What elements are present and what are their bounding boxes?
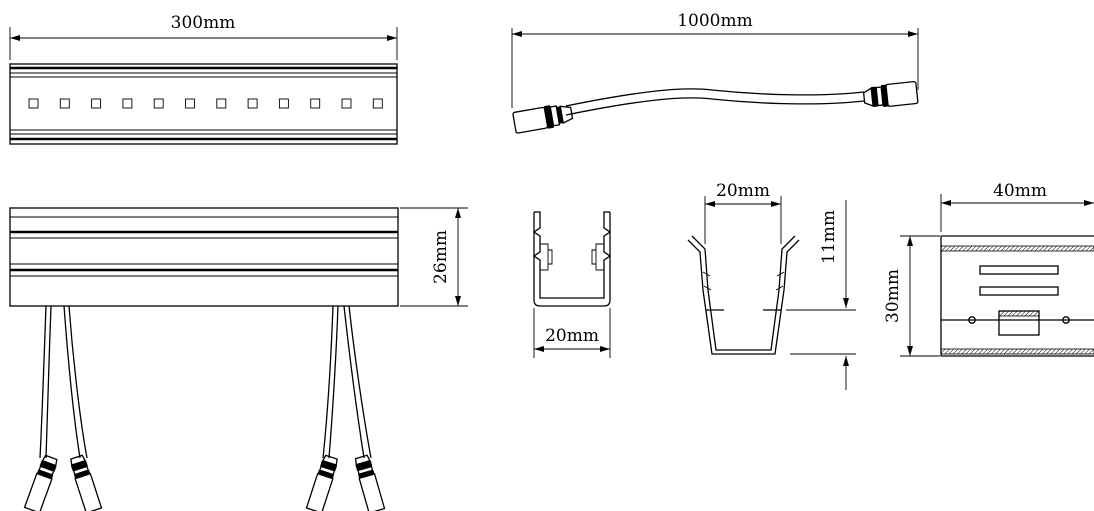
led-chip: [247, 98, 258, 109]
wire-connector-1: [23, 454, 58, 511]
led-chip: [122, 98, 133, 109]
profile-width-label: 20mm: [545, 326, 599, 346]
wire-connector-3: [305, 454, 338, 511]
clip-height-label: 11mm: [819, 210, 839, 264]
bracket-height-label: 30mm: [883, 269, 903, 323]
strip-top-view: 300mm: [9, 13, 398, 145]
profile-cross-section: 20mm: [532, 211, 612, 358]
led-chip: [341, 98, 352, 109]
right-connector: [862, 80, 919, 108]
led-chip: [185, 98, 195, 109]
led-chip: [310, 98, 321, 109]
led-chip: [153, 98, 164, 109]
bracket-view: 40mm 30mm: [883, 181, 1094, 357]
bracket-width-label: 40mm: [993, 181, 1047, 201]
clip-width-label: 20mm: [716, 181, 770, 201]
mounting-clip: 20mm 11mm: [687, 181, 856, 390]
led-chip: [28, 98, 39, 109]
strip-length-label: 300mm: [171, 13, 236, 33]
led-chip-row: [28, 98, 383, 109]
extension-cable: 1000mm: [511, 11, 919, 134]
led-chip: [59, 98, 70, 109]
led-chip: [372, 98, 383, 109]
left-connector: [512, 105, 574, 134]
wire-connector-2: [70, 454, 103, 511]
lead-wires: [39, 305, 372, 459]
led-chip: [278, 98, 289, 109]
led-chip: [216, 98, 227, 109]
cable-length-label: 1000mm: [677, 11, 753, 31]
strip-side-view: 26mm: [9, 207, 468, 511]
wire-connector-4: [354, 454, 386, 511]
led-chip: [91, 98, 102, 109]
strip-height-label: 26mm: [431, 230, 451, 284]
